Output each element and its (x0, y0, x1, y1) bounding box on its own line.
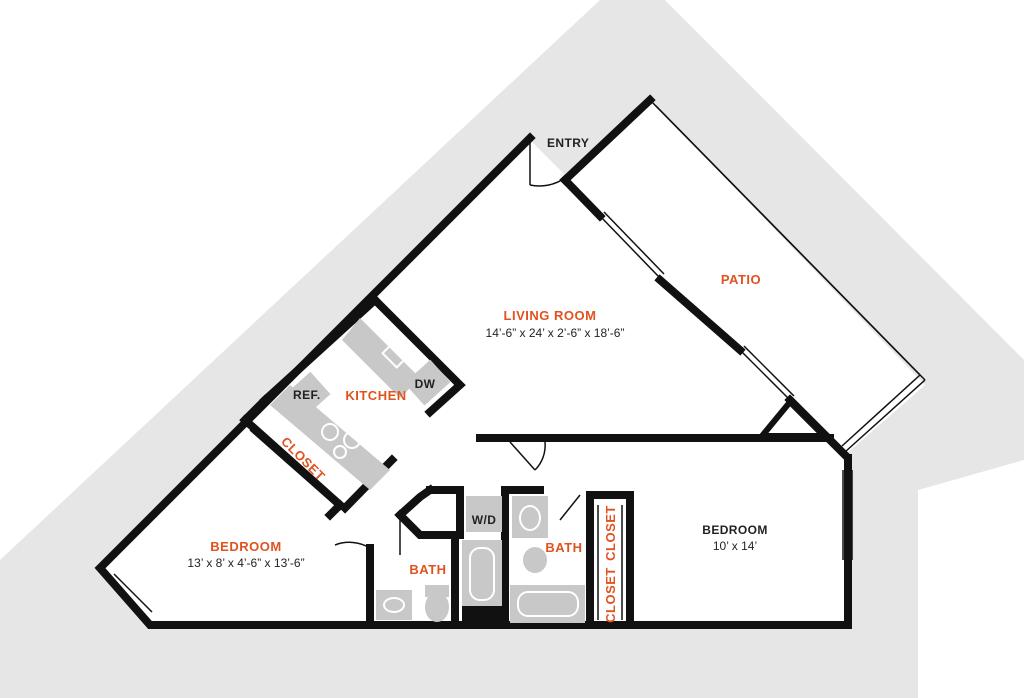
bath2-fixtures (510, 496, 585, 623)
refrigerator-label: REF. (293, 388, 321, 402)
interior-walls (239, 294, 834, 629)
bath-2-label: BATH (545, 540, 582, 555)
bedroom2-door (509, 441, 536, 471)
bedroom-1-dimensions: 13’ x 8’ x 4’-6” x 13’-6” (187, 556, 304, 570)
dishwasher (404, 359, 451, 406)
patio-label: PATIO (721, 272, 761, 287)
entry-label: ENTRY (547, 136, 589, 150)
kitchen-label: KITCHEN (345, 388, 406, 403)
bedroom1-door (334, 541, 371, 549)
closet-3-label: CLOSET (603, 567, 618, 623)
closet-2-label: CLOSET (603, 505, 618, 561)
windows (107, 470, 853, 619)
patio-wall (559, 174, 851, 461)
washer-dryer (466, 496, 502, 532)
entry-door[interactable] (529, 140, 566, 187)
bath2-door (559, 494, 581, 521)
dishwasher-label: DW (415, 377, 436, 391)
bedroom-1-label: BEDROOM (210, 539, 281, 554)
interior-doors[interactable] (249, 429, 623, 620)
living-room-label: LIVING ROOM (504, 308, 597, 323)
exterior-walls (94, 94, 926, 629)
unit-interior (100, 100, 925, 625)
bath1-fixtures (376, 540, 502, 625)
bedroom-2-dimensions: 10’ x 14’ (713, 539, 757, 553)
closet1-doors (249, 429, 336, 506)
bath-1-label: BATH (409, 562, 446, 577)
washer-dryer-label: W/D (472, 513, 497, 527)
refrigerator (284, 371, 331, 418)
living-room-dimensions: 14’-6” x 24’ x 2’-6” x 18’-6” (486, 326, 625, 340)
bedroom-2-label: BEDROOM (702, 523, 767, 537)
